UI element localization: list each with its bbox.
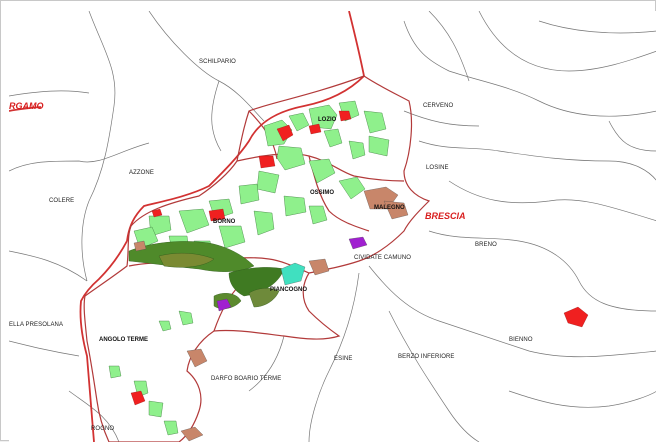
special-parcels — [133, 186, 409, 442]
label-angolo: ANGOLO TERME — [99, 337, 148, 343]
municipal-boundaries — [9, 11, 656, 442]
label-berzo: BERZO INFERIORE — [398, 354, 455, 360]
label-presolana: ELLA PRESOLANA — [9, 322, 63, 328]
municipality-labels: SCHILPARIO CERVENO LOSINE AZZONE COLERE … — [9, 59, 533, 432]
label-breno: BRENO — [475, 242, 497, 248]
bienno-red-parcel — [563, 306, 589, 328]
label-brescia: BRESCIA — [425, 211, 466, 221]
inner-labels: LOZIO OSSIMO BORNO MALEGNO PIANCOGNO ANG… — [99, 117, 405, 343]
label-rogno: ROGNO — [91, 426, 114, 432]
label-colere: COLERE — [49, 198, 74, 204]
forest-parcels-dark — [128, 241, 285, 309]
label-malegno: MALEGNO — [374, 205, 405, 211]
map-canvas[interactable]: BRESCIA RGAMO SCHILPARIO CERVENO LOSINE … — [9, 11, 656, 442]
label-borno: BORNO — [213, 219, 236, 225]
forest-parcels-light — [108, 100, 390, 436]
label-cerveno: CERVENO — [423, 103, 453, 109]
label-piancogno: PIANCOGNO — [270, 287, 307, 293]
red-parcels — [130, 110, 589, 406]
label-lozio: LOZIO — [318, 117, 337, 123]
label-cividate: CIVIDATE CAMUNO — [354, 255, 411, 261]
label-bienno: BIENNO — [509, 337, 533, 343]
label-schilpario: SCHILPARIO — [199, 59, 236, 65]
label-esine: ESINE — [334, 356, 353, 362]
province-labels: BRESCIA RGAMO — [9, 101, 466, 221]
label-ossimo: OSSIMO — [310, 190, 334, 196]
label-bergamo: RGAMO — [9, 101, 44, 111]
label-darfo: DARFO BOARIO TERME — [211, 376, 281, 382]
label-azzone: AZZONE — [129, 170, 154, 176]
label-losine: LOSINE — [426, 165, 449, 171]
